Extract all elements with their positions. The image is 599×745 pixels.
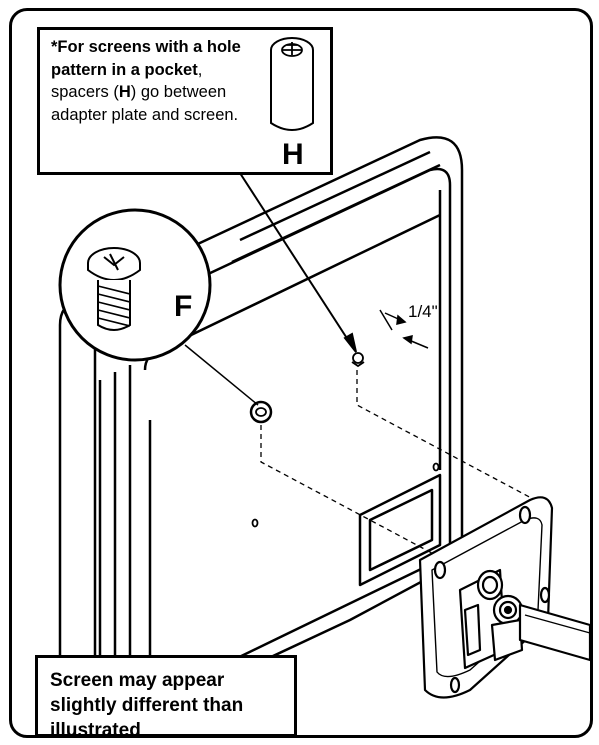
mounting-holes: [251, 462, 440, 528]
dimension-label: 1/4": [408, 302, 438, 321]
callout-spacer-letter: H: [118, 83, 131, 101]
screw-letter-f: F: [174, 290, 193, 323]
disclaimer-note: Screen may appear slightly different tha…: [35, 655, 297, 741]
screw-magnifier: [58, 208, 259, 406]
spacer-letter-h: H: [282, 138, 304, 171]
alignment-lines: [260, 370, 536, 569]
spacer-icon: [270, 37, 314, 131]
callout-arrow: [237, 169, 357, 353]
spacer-instruction: *For screens with a hole pattern in a po…: [51, 36, 251, 126]
adapter-plate-arm: [418, 496, 592, 699]
installed-screws: [249, 352, 365, 424]
callout-bold-text: *For screens with a hole pattern in a po…: [51, 38, 241, 79]
callout-text-b: ) go between adapter plate and screen.: [51, 83, 239, 124]
callout-text-a: , spacers (: [51, 60, 203, 102]
dimension-marker: [379, 309, 429, 349]
spacer-callout: *For screens with a hole pattern in a po…: [37, 27, 333, 175]
